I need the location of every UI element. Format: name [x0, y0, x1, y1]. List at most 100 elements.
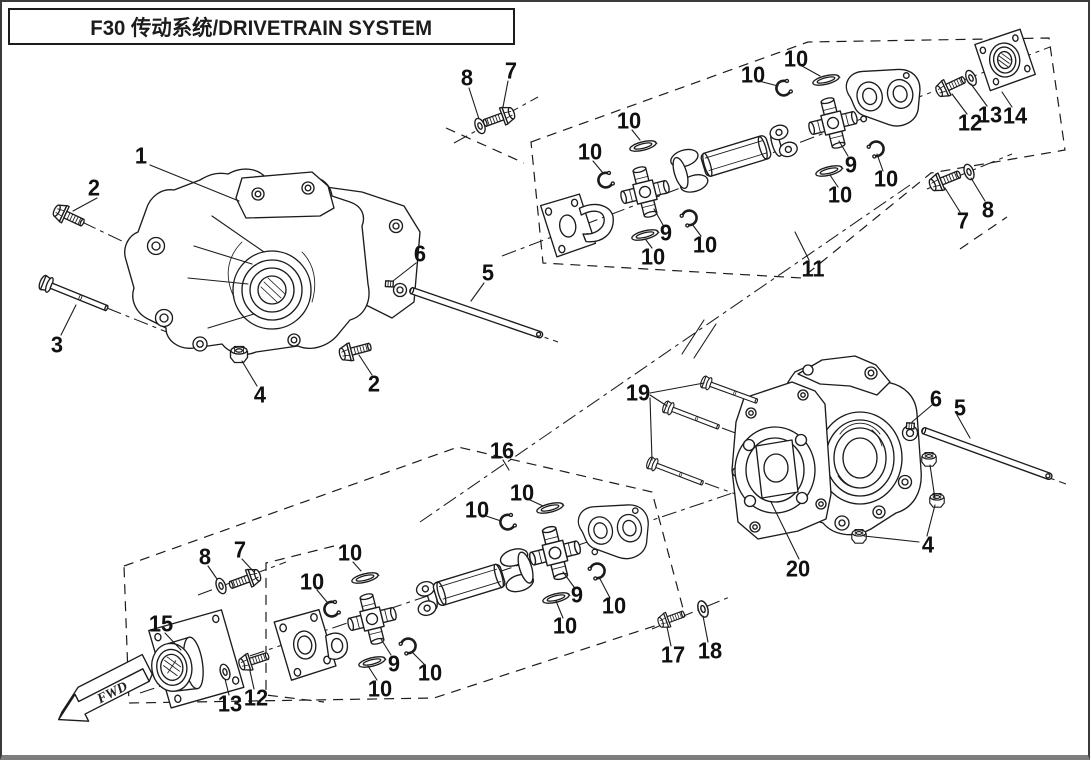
nut-4-front: [229, 345, 249, 364]
callout-12a: 12: [957, 109, 983, 136]
callout-9a: 9: [659, 219, 673, 246]
bolt-7-right: [926, 164, 964, 195]
diagram-title: F30 传动系统/DRIVETRAIN SYSTEM: [90, 16, 433, 40]
leader-lines: [60, 65, 1013, 696]
u-joint-9: [341, 587, 403, 651]
callout-4b: 4: [921, 531, 935, 558]
snap-ring-10: [535, 499, 566, 517]
callout-9c: 9: [387, 650, 401, 677]
circlip-10: [865, 137, 888, 160]
nut-4-rear: [929, 493, 945, 508]
flange-14: [974, 28, 1036, 92]
bolt-2-front-lower: [336, 337, 374, 365]
callout-12b: 12: [243, 684, 269, 711]
bolt-7-lower: [226, 565, 264, 595]
bolt-19: [660, 399, 722, 434]
callout-10p: 10: [552, 612, 578, 639]
callout-4a: 4: [253, 381, 267, 408]
upper-flange-yoke: [539, 193, 614, 258]
lower-flange-yoke: [273, 609, 349, 681]
callout-13a: 13: [977, 101, 1003, 128]
callout-5a: 5: [481, 259, 495, 286]
rear-propeller-shaft: [415, 548, 535, 617]
callout-7c: 7: [233, 536, 247, 563]
companion-flange: [574, 492, 658, 571]
snap-ring-10: [350, 569, 381, 587]
callout-8c: 8: [198, 543, 212, 570]
circlip-10: [321, 598, 343, 620]
callout-10b: 10: [616, 107, 642, 134]
bolt-7-top: [480, 103, 518, 133]
circlip-10: [586, 559, 609, 582]
rear-gearbox: [731, 355, 922, 540]
washer-8-right: [961, 162, 977, 182]
callout-17: 17: [660, 641, 686, 668]
callout-13b: 13: [217, 690, 243, 717]
front-propshaft-box: [530, 37, 1066, 279]
callout-10g: 10: [873, 165, 899, 192]
snap-ring-10: [630, 226, 661, 244]
callout-10a: 10: [577, 138, 603, 165]
callout-2b: 2: [367, 370, 381, 397]
nut-4-rear: [921, 452, 937, 467]
shaft-5-front: [409, 286, 544, 339]
rear-prop-shaft-assembly: [148, 492, 658, 709]
callout-15: 15: [148, 610, 174, 637]
front-propeller-shaft: [670, 124, 798, 193]
callout-20: 20: [785, 555, 811, 582]
callout-11: 11: [801, 255, 825, 282]
callout-10f: 10: [783, 45, 809, 72]
callout-10n: 10: [464, 496, 490, 523]
callout-10o: 10: [601, 592, 627, 619]
shaft-5-rear: [921, 426, 1053, 481]
circlip-10: [397, 634, 420, 657]
pin-6-rear: [904, 420, 917, 432]
callout-1: 1: [134, 142, 148, 169]
callout-2a: 2: [87, 174, 101, 201]
callout-10m: 10: [509, 479, 535, 506]
companion-flange: [842, 56, 930, 139]
callout-9d: 9: [570, 581, 584, 608]
diagram-title-box: F30 传动系统/DRIVETRAIN SYSTEM: [8, 8, 515, 45]
bolt-17: [655, 605, 688, 631]
fwd-arrow: FWD: [57, 653, 153, 722]
callout-10h: 10: [827, 181, 853, 208]
u-joint-9: [614, 160, 676, 224]
callout-10d: 10: [692, 231, 718, 258]
washer-8-lower: [213, 576, 229, 596]
snap-ring-10: [814, 162, 845, 180]
circlip-10: [773, 77, 795, 99]
front-prop-shaft-assembly: [539, 56, 930, 258]
callout-7b: 7: [956, 207, 970, 234]
callout-5b: 5: [953, 394, 967, 421]
callout-3: 3: [50, 331, 64, 358]
front-differential: [124, 168, 421, 356]
snap-ring-10: [811, 71, 842, 89]
snap-ring-10: [357, 653, 388, 671]
callout-18: 18: [697, 637, 723, 664]
callout-8a: 8: [460, 64, 474, 91]
callout-6a: 6: [413, 240, 427, 267]
callout-16: 16: [489, 437, 515, 464]
callout-10c: 10: [640, 243, 666, 270]
callout-7a: 7: [504, 57, 518, 84]
bolt-12: [932, 70, 969, 101]
circlip-10: [678, 206, 701, 229]
callout-10i: 10: [337, 539, 363, 566]
bolt-19: [644, 455, 706, 490]
callout-10l: 10: [367, 675, 393, 702]
callout-14: 14: [1002, 102, 1028, 129]
callout-6b: 6: [929, 385, 943, 412]
snap-ring-10: [628, 137, 659, 155]
flange-15: [148, 609, 245, 709]
callout-9b: 9: [844, 151, 858, 178]
break-mark: [681, 319, 717, 359]
circlip-10: [497, 511, 519, 533]
callout-10e: 10: [740, 61, 766, 88]
callout-19: 19: [625, 379, 651, 406]
callout-10k: 10: [417, 659, 443, 686]
circlip-10: [595, 169, 617, 191]
callout-8b: 8: [981, 196, 995, 223]
